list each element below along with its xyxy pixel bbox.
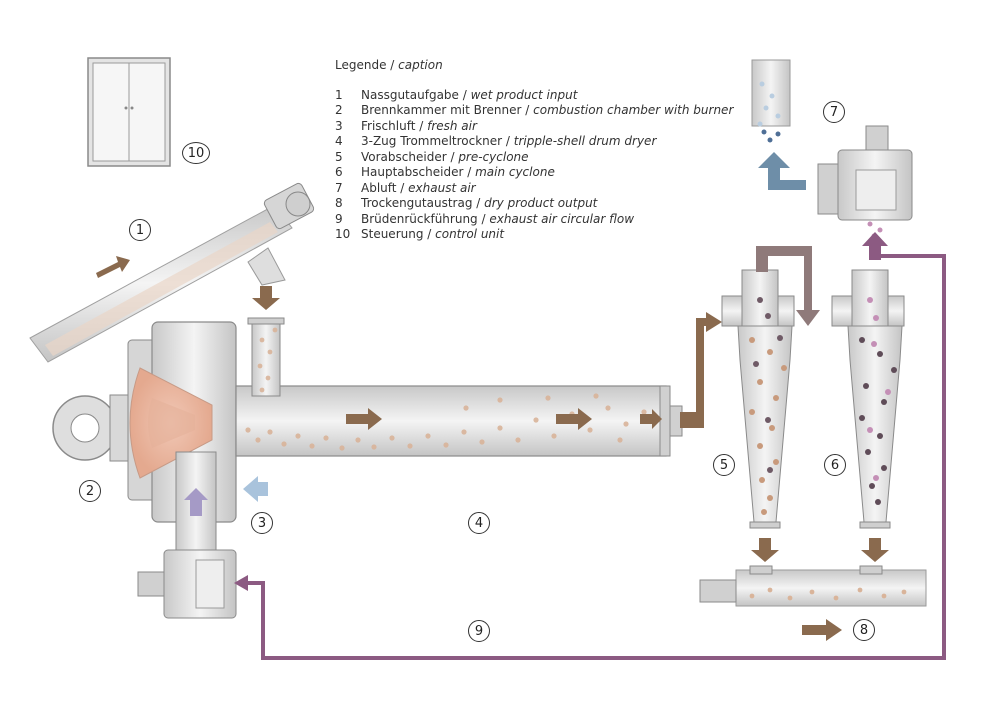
maincyclone-discharge-arrow: [861, 538, 889, 562]
drum-dryer: [235, 317, 683, 457]
marker-5: 5: [713, 454, 735, 476]
marker-8: 8: [853, 619, 875, 641]
legend-title: Legende / caption: [335, 58, 443, 72]
marker-1: 1: [129, 219, 151, 241]
precyclone-to-maincyclone-duct: [756, 246, 820, 326]
dry-product-arrow: [802, 619, 842, 641]
drum-flow-arrow-3: [640, 409, 662, 429]
pre-cyclone: [721, 269, 795, 529]
marker-4: 4: [468, 512, 490, 534]
main-cyclone: [831, 269, 905, 529]
marker-3: 3: [251, 512, 273, 534]
control-unit-cabinet: [87, 57, 171, 167]
feed-drop-arrow: [252, 286, 280, 310]
feed-screw-conveyor: [29, 182, 315, 363]
drum-flow-arrow-2: [556, 408, 592, 430]
recirculation-up-arrow: [862, 232, 888, 260]
dryer-to-precyclone-duct: [680, 312, 722, 428]
discharge-screw-conveyor: [699, 565, 927, 607]
wet-feed-arrow: [96, 256, 130, 278]
marker-9: 9: [468, 620, 490, 642]
marker-7: 7: [823, 101, 845, 123]
drum-flow-arrow-1: [346, 408, 382, 430]
exhaust-stack: [751, 59, 791, 143]
recirculation-line: [240, 254, 946, 660]
recirculation-arrow-head: [234, 575, 248, 591]
marker-10: 10: [182, 142, 210, 164]
exhaust-air-arrow: [758, 152, 806, 190]
marker-2: 2: [79, 480, 101, 502]
marker-6: 6: [824, 454, 846, 476]
precyclone-discharge-arrow: [751, 538, 779, 562]
fresh-air-arrow: [243, 476, 268, 502]
combustion-air-arrow: [184, 488, 208, 516]
combustion-chamber: [52, 321, 237, 523]
exhaust-fan: [817, 125, 913, 221]
